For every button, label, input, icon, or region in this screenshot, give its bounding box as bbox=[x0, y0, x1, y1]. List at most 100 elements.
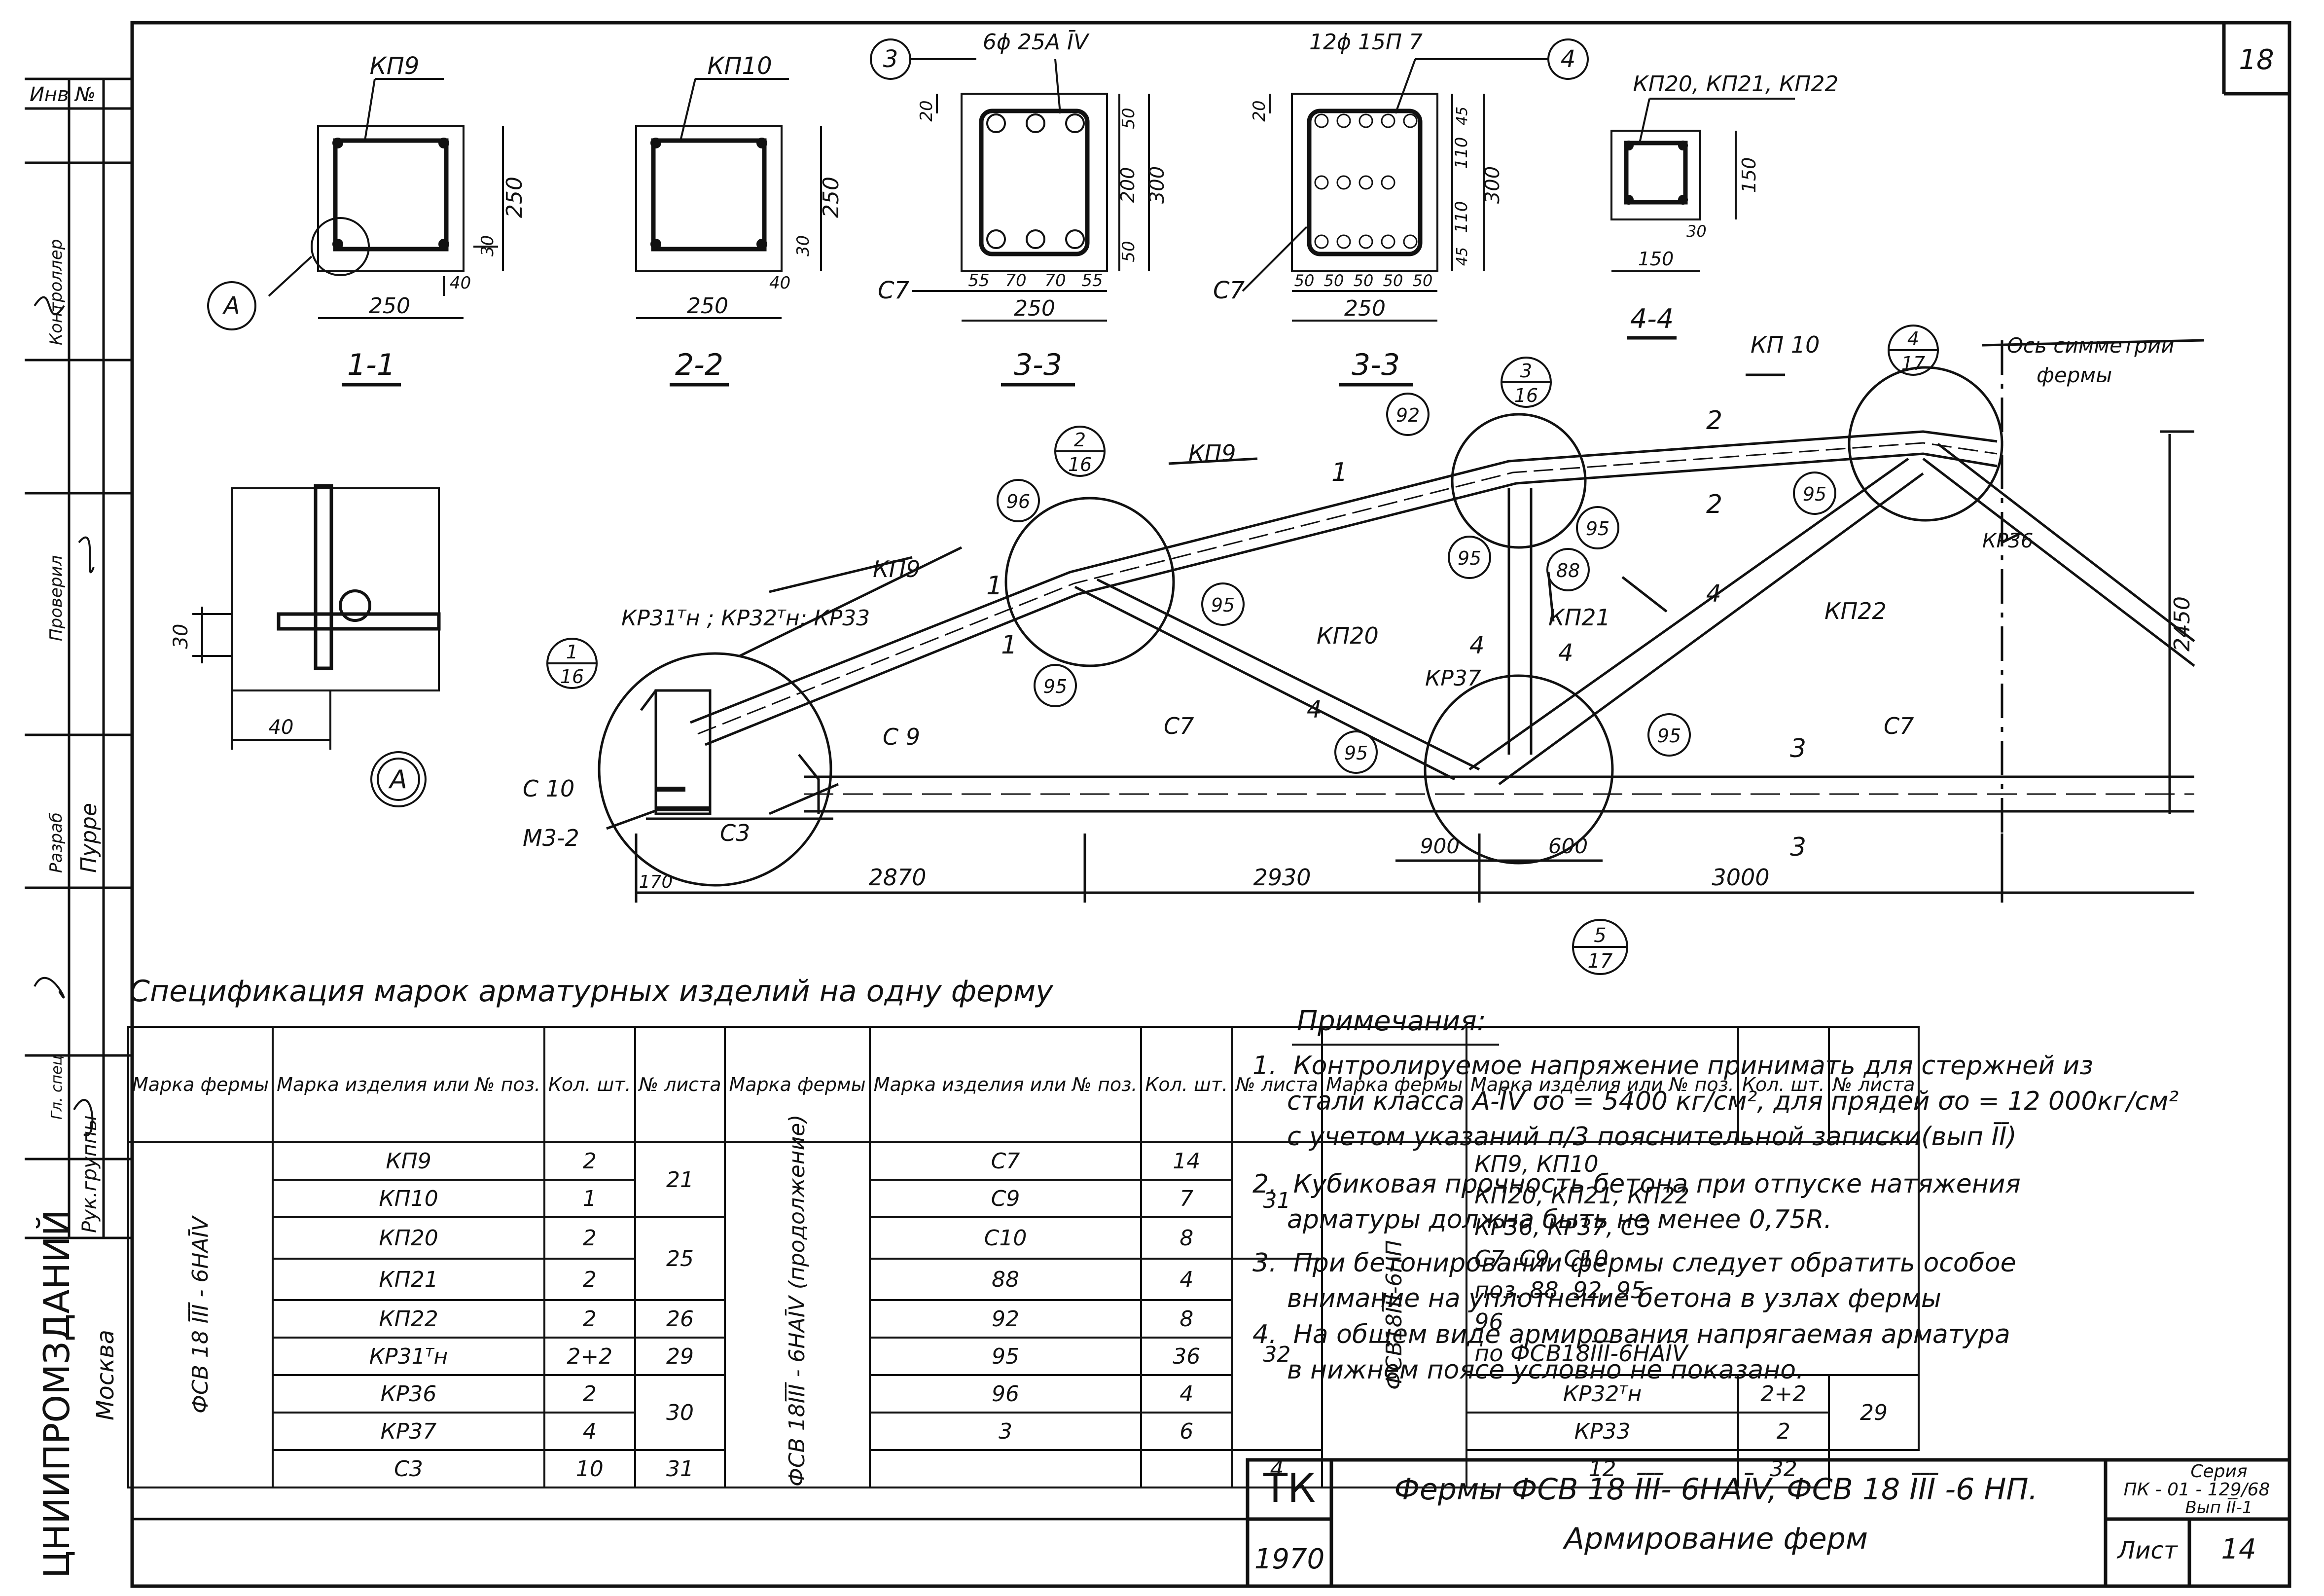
s44-title: 4-4 bbox=[1630, 303, 1674, 334]
g1-qty-1: 1 bbox=[543, 1179, 636, 1218]
mark-kp20: КП20 bbox=[1317, 622, 1379, 649]
g2-ferma: ФСВ 18ĪĪĪ - 6НАĪV (продолжение) bbox=[725, 1115, 870, 1487]
g1-mark-1: КП10 bbox=[272, 1179, 545, 1218]
g2-mark-2: С10 bbox=[868, 1216, 1143, 1260]
poz-95-d: 95 bbox=[1586, 518, 1609, 540]
callout-3-num: 3 bbox=[1520, 360, 1532, 382]
s33b-bars: 12ϕ 15П 7 bbox=[1309, 30, 1423, 55]
role-ruk-gruppy: Рук.группы bbox=[78, 1115, 101, 1233]
callout-5-den: 17 bbox=[1588, 950, 1613, 973]
hdr-marka-izdeliya-1: Марка изделия или № поз. bbox=[272, 1026, 545, 1143]
s33b-dr-2: 110 bbox=[1452, 201, 1471, 233]
s22-dim-b: 30 bbox=[793, 235, 813, 256]
inv-no: Инв № bbox=[30, 83, 96, 106]
mark-kp9-a: КП9 bbox=[873, 556, 921, 582]
s33b-dim-h: 300 bbox=[1481, 166, 1504, 204]
tb-title-2: Армирование ферм bbox=[1562, 1522, 1868, 1556]
s22-mark: КП10 bbox=[707, 52, 772, 80]
g1-sheet-4: 30 bbox=[634, 1374, 726, 1451]
poz-95-a: 95 bbox=[1211, 594, 1235, 616]
note-3: 3. При бетонировании фермы следует обрат… bbox=[1252, 1245, 2016, 1316]
g3-sheet-2: 32 bbox=[1737, 1449, 1830, 1488]
note-2-line-0: Кубиковая прочность бетона при отпуске н… bbox=[1293, 1169, 2021, 1199]
hdr-kol-3: Кол. шт. bbox=[1737, 1026, 1830, 1143]
poz-95-c: 95 bbox=[1344, 742, 1368, 764]
axis-note-1: Ось симметрии bbox=[2007, 333, 2175, 358]
s33b-callout: 4 bbox=[1561, 45, 1576, 73]
note-2-num: 2. bbox=[1252, 1169, 1277, 1199]
cut-2-b: 2 bbox=[1706, 490, 1722, 519]
note-2-line-1: арматуры должна быть не менее 0,75R. bbox=[1287, 1205, 1832, 1234]
section-2-2 bbox=[635, 78, 822, 387]
g1-qty-4: 2 bbox=[543, 1299, 636, 1339]
s11-dim-b: 30 bbox=[478, 235, 498, 256]
g2-mark-6: 96 bbox=[868, 1374, 1143, 1414]
callout-4-den: 17 bbox=[1901, 353, 1925, 374]
s33a-db-3: 55 bbox=[1081, 271, 1103, 290]
s33b-dr-1: 110 bbox=[1452, 137, 1471, 169]
poz-95-b: 95 bbox=[1043, 676, 1067, 697]
note-4: 4. На общем виде армирования напрягаемая… bbox=[1252, 1317, 2010, 1388]
g2-mark-8 bbox=[868, 1449, 1143, 1488]
role-kontrol: Контроллер bbox=[46, 239, 66, 345]
detail-a-dim-h: 40 bbox=[269, 716, 294, 739]
g2-qty-2: 8 bbox=[1140, 1216, 1233, 1260]
g2-mark-7: 3 bbox=[868, 1412, 1143, 1451]
notes-title: Примечания: bbox=[1297, 1005, 1486, 1037]
callout-2-den: 16 bbox=[1068, 454, 1092, 475]
mark-c3: С3 bbox=[720, 820, 750, 846]
g2-mark-1: С9 bbox=[868, 1179, 1143, 1218]
cut-3-b: 3 bbox=[1790, 833, 1806, 862]
s33b-db-3: 50 bbox=[1383, 271, 1403, 290]
hdr-list-3: № листа bbox=[1827, 1026, 1920, 1143]
s11-dim-h: 250 bbox=[502, 177, 527, 218]
mark-c10: С 10 bbox=[523, 775, 574, 802]
s44-mark: КП20, КП21, КП22 bbox=[1633, 72, 1839, 97]
hdr-list-2: № листа bbox=[1231, 1026, 1323, 1143]
mark-kp22: КП22 bbox=[1824, 598, 1887, 624]
axis-note-2: фермы bbox=[2037, 363, 2112, 387]
s33b-dr-3: 45 bbox=[1454, 247, 1471, 266]
section-1-1 bbox=[207, 78, 504, 387]
g3-mark-1: КР33 bbox=[1466, 1412, 1739, 1451]
s33b-dim-w: 250 bbox=[1344, 296, 1386, 321]
note-1-line-0: Контролируемое напряжение принимать для … bbox=[1293, 1051, 2093, 1081]
cut-3-a: 3 bbox=[1790, 734, 1806, 763]
detail-a-label: А bbox=[388, 765, 407, 795]
note-3-line-0: При бетонировании фермы следует обратить… bbox=[1293, 1248, 2016, 1278]
g1-mark-4: КП22 bbox=[272, 1299, 545, 1339]
tb-series-1: Серия bbox=[2190, 1461, 2247, 1482]
tb-year: 1970 bbox=[1254, 1543, 1325, 1575]
note-1-line-1: стали класса А-ĪV σо = 5400 кг/см², для … bbox=[1287, 1087, 2179, 1116]
g3-block-line-1: КП20, КП21, КП22 bbox=[1474, 1182, 1689, 1209]
s33a-dr-2: 50 bbox=[1119, 241, 1139, 262]
poz-95-f: 95 bbox=[1657, 725, 1681, 747]
g1-mark-7: КР37 bbox=[272, 1412, 545, 1451]
poz-92: 92 bbox=[1396, 404, 1420, 426]
g1-qty-6: 2 bbox=[543, 1374, 636, 1414]
sheet-frame bbox=[130, 21, 2291, 1588]
g3-block: КП9, КП10 КП20, КП21, КП22 КР36, КР37, С… bbox=[1466, 1141, 1920, 1376]
tb-series-2: ПК - 01 - 129/68 bbox=[2124, 1480, 2270, 1500]
note-4-line-0: На общем виде армирования напрягаемая ар… bbox=[1293, 1320, 2010, 1349]
note-1-num: 1. bbox=[1252, 1051, 1277, 1081]
role-provered: Проверил bbox=[46, 555, 66, 641]
g2-qty-4: 8 bbox=[1140, 1299, 1233, 1339]
g2-sheet-1: 32 bbox=[1231, 1258, 1323, 1451]
note-3-line-1: внимание на уплотнение бетона в узлах фе… bbox=[1287, 1284, 1941, 1313]
s11-title: 1-1 bbox=[347, 348, 395, 382]
section-3-3-b bbox=[1242, 38, 1589, 387]
s33a-bars: 6ϕ 25А ĪV bbox=[983, 29, 1090, 55]
dim-900: 900 bbox=[1420, 834, 1460, 858]
s22-title: 2-2 bbox=[675, 348, 723, 382]
dim-600: 600 bbox=[1548, 834, 1588, 858]
cut-4-c: 4 bbox=[1307, 696, 1322, 724]
detail-a bbox=[192, 484, 441, 807]
hdr-marka-fermy-2: Марка фермы bbox=[724, 1026, 871, 1143]
tb-list-no: 14 bbox=[2221, 1533, 2256, 1565]
s22-dim-a: 40 bbox=[769, 273, 790, 293]
g2-qty-5: 36 bbox=[1140, 1337, 1233, 1376]
g1-qty-2: 2 bbox=[543, 1216, 636, 1260]
g1-mark-5: КР31ᵀн bbox=[272, 1337, 545, 1376]
